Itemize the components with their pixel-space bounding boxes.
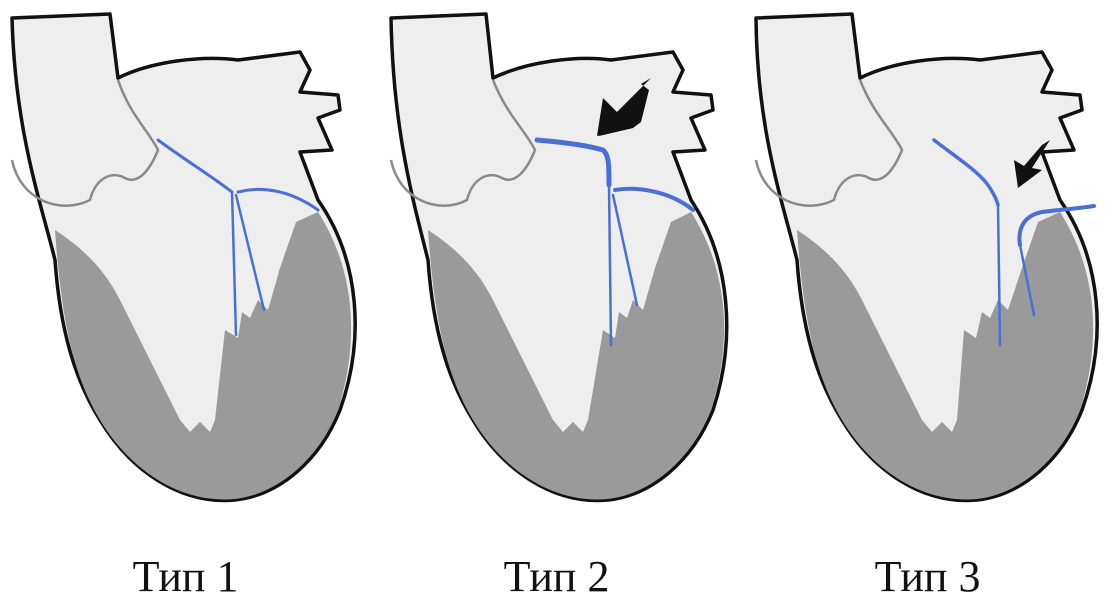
heart-diagram-type-3: [742, 0, 1113, 540]
heart-panel-type-3: Тип 3: [742, 0, 1113, 613]
heart-diagram-type-2: [371, 0, 742, 540]
heart-panel-type-1: Тип 1: [0, 0, 371, 613]
type-label: Тип 3: [742, 555, 1113, 599]
type-label: Тип 2: [371, 555, 742, 599]
heart-diagram-type-1: [0, 0, 371, 540]
heart-panel-type-2: Тип 2: [371, 0, 742, 613]
type-label: Тип 1: [0, 555, 371, 599]
